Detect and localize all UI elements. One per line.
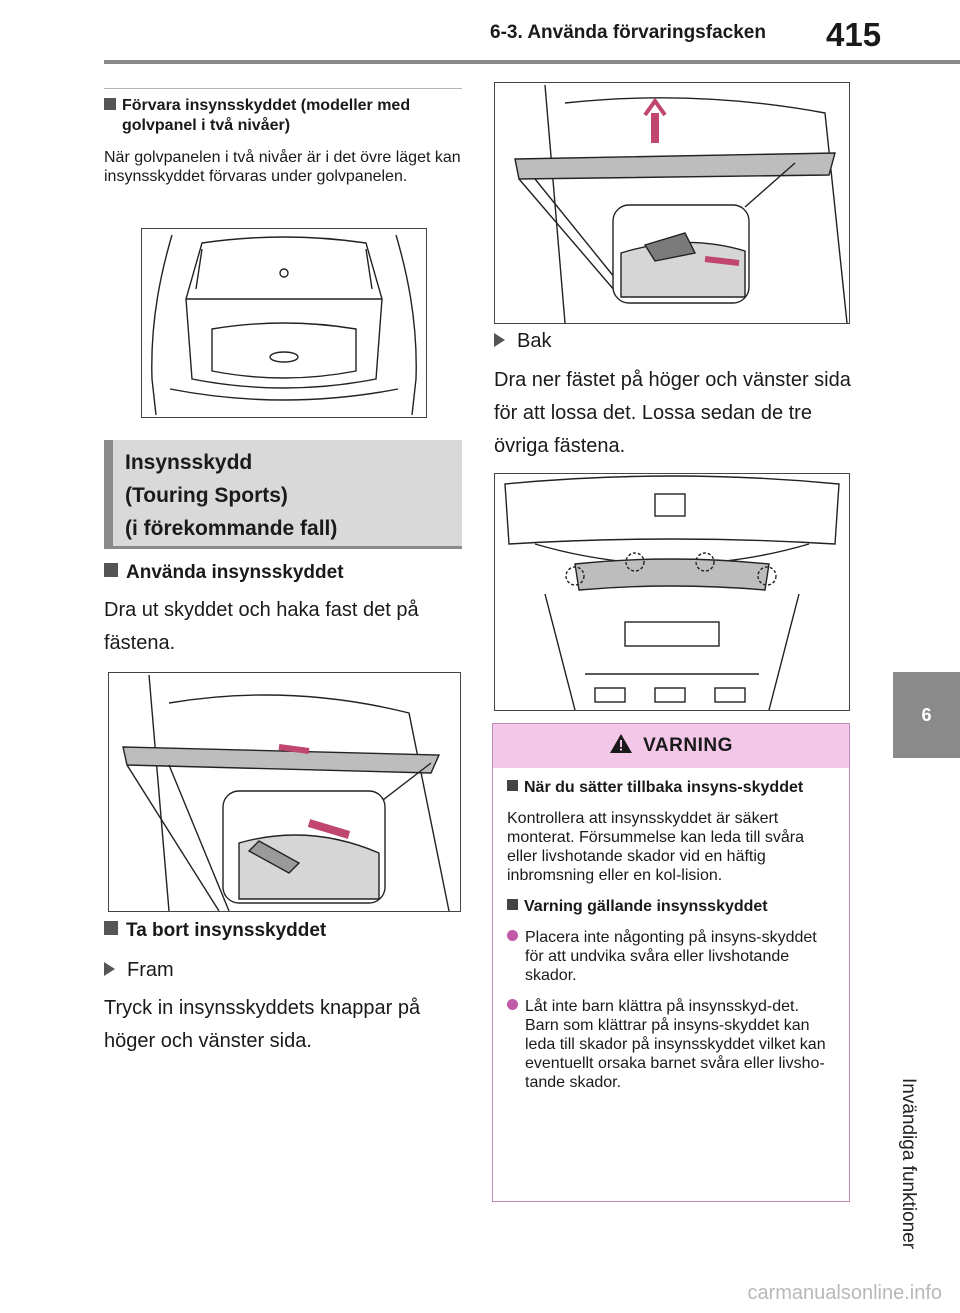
square-bullet-icon (507, 780, 518, 791)
box-title-line3: (i förekommande fall) (125, 517, 338, 540)
header-rule (104, 60, 960, 64)
warning-bullet-2: Låt inte barn klättra på insynsskyd-det.… (507, 997, 835, 1092)
trunk-floor-illustration (141, 228, 427, 418)
subsection-paragraph: När golvpanelen i två nivåer är i det öv… (104, 149, 461, 185)
rear-hook-illustration (494, 82, 850, 324)
use-paragraph: Dra ut skyddet och haka fast det på fäst… (104, 599, 419, 654)
section-box-rule (104, 546, 462, 549)
square-bullet-icon (104, 563, 118, 577)
section-title: 6-3. Använda förvaringsfacken (490, 22, 766, 43)
chapter-tab: 6 (893, 672, 960, 758)
square-bullet-icon (104, 921, 118, 935)
rear-label: Bak (494, 325, 852, 358)
subsection-heading: Förvara insynsskyddet (modeller med golv… (104, 96, 466, 136)
section-box: Insynsskydd (Touring Sports) (i förekomm… (104, 440, 462, 547)
warning-bullet-1: Placera inte någonting på insyns-skyddet… (507, 928, 835, 985)
pull-cover-illustration (108, 672, 461, 912)
triangle-bullet-icon (104, 962, 115, 976)
use-heading: Använda insynsskyddet (104, 562, 462, 584)
dot-bullet-icon (507, 999, 518, 1010)
warning-title: VARNING (643, 735, 733, 756)
rear-paragraph: Dra ner fästet på höger och vänster sida… (494, 369, 851, 457)
box-title-line2: (Touring Sports) (125, 484, 288, 507)
warning-heading-1: När du sätter tillbaka insyns-skyddet (507, 778, 835, 797)
warning-triangle-icon (610, 734, 633, 753)
page-number: 415 (826, 16, 882, 53)
tailgate-illustration (494, 473, 850, 711)
front-label: Fram (104, 954, 462, 987)
chapter-title: Invändiga funktioner (898, 1078, 919, 1250)
triangle-bullet-icon (494, 333, 505, 347)
remove-heading: Ta bort insynsskyddet (104, 920, 462, 942)
warning-header: VARNING (493, 724, 849, 768)
subsection-rule (104, 88, 462, 89)
warning-box: VARNING När du sätter tillbaka insyns-sk… (492, 723, 850, 1202)
box-title-line1: Insynsskydd (125, 451, 253, 474)
square-bullet-icon (104, 98, 116, 110)
warning-heading-2: Varning gällande insynsskyddet (507, 897, 835, 916)
front-paragraph: Tryck in insynsskyddets knappar på höger… (104, 997, 421, 1052)
square-bullet-icon (507, 899, 518, 910)
footer-watermark: carmanualsonline.info (747, 1282, 942, 1304)
warning-paragraph-1: Kontrollera att insynsskyddet är säkert … (507, 810, 804, 884)
dot-bullet-icon (507, 930, 518, 941)
